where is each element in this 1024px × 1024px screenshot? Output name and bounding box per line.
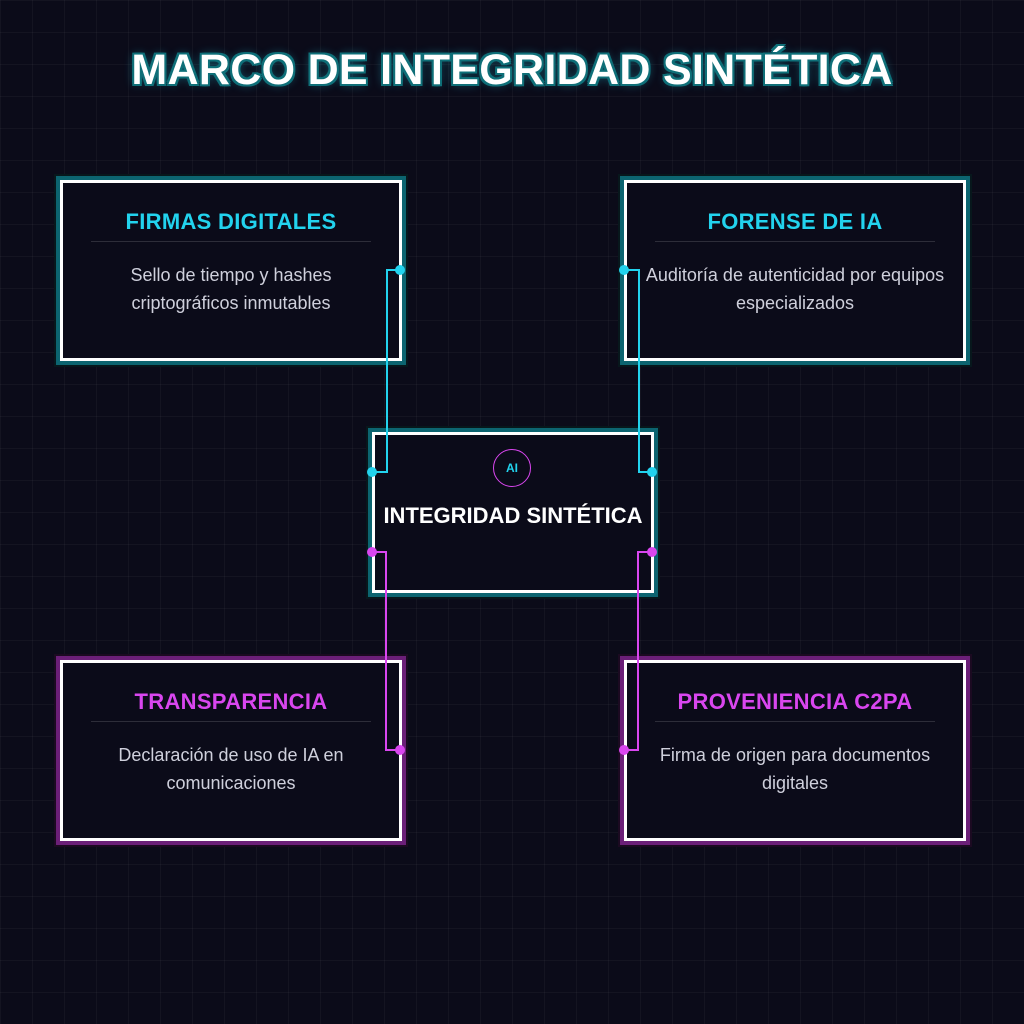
node-title: FORENSE DE IA: [655, 209, 935, 242]
central-node: AI INTEGRIDAD SINTÉTICA: [372, 432, 654, 593]
node-title: PROVENIENCIA C2PA: [655, 689, 935, 722]
node-description: Firma de origen para documentos digitale…: [659, 745, 931, 793]
node-firmas-digitales: FIRMAS DIGITALES Sello de tiempo y hashe…: [60, 180, 402, 361]
node-transparencia: TRANSPARENCIA Declaración de uso de IA e…: [60, 660, 402, 841]
node-title: FIRMAS DIGITALES: [91, 209, 371, 242]
node-proveniencia-c2pa: PROVENIENCIA C2PA Firma de origen para d…: [624, 660, 966, 841]
node-forense-de-ia: FORENSE DE IA Auditoría de autenticidad …: [624, 180, 966, 361]
node-title: TRANSPARENCIA: [91, 689, 371, 722]
node-description: Auditoría de autenticidad por equipos es…: [645, 265, 945, 313]
central-node-label: INTEGRIDAD SINTÉTICA: [383, 503, 643, 528]
page-title: MARCO DE INTEGRIDAD SINTÉTICA: [131, 46, 893, 94]
node-description: Declaración de uso de IA en comunicacion…: [118, 745, 344, 793]
ai-badge-icon: AI: [493, 449, 531, 487]
node-description: Sello de tiempo y hashes criptográficos …: [130, 265, 332, 313]
